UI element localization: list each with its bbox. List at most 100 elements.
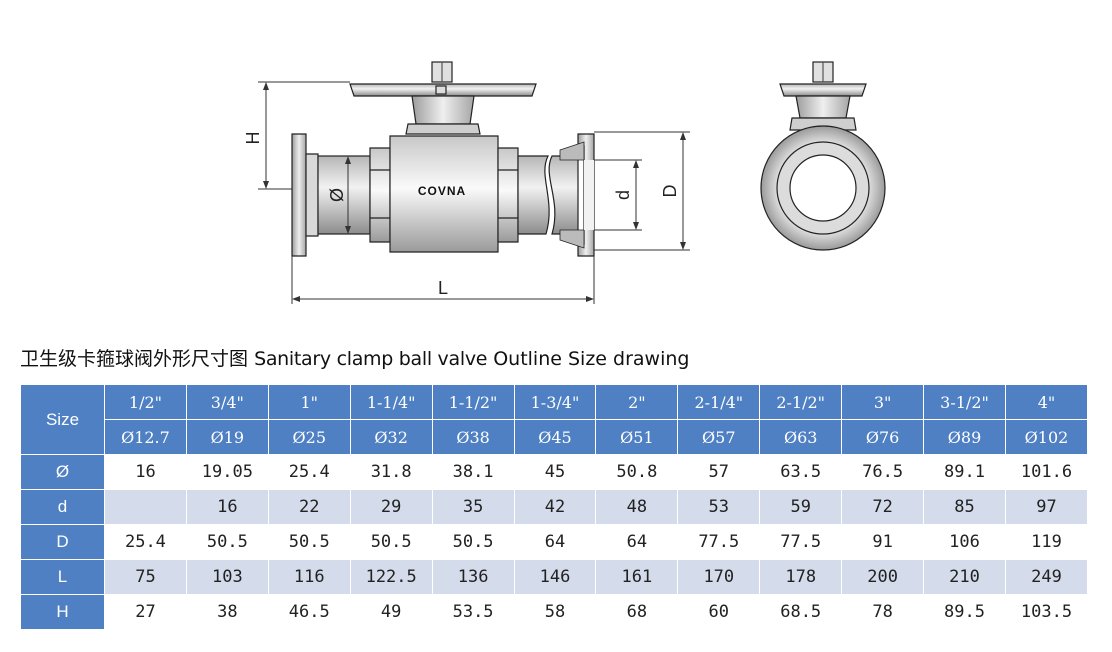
row-label-cell: L xyxy=(20,559,105,595)
size-header-cell: 1/2" xyxy=(104,384,187,420)
title-cn: 卫生级卡箍球阀外形尺寸图 xyxy=(20,348,249,370)
table-cell: 42 xyxy=(513,489,597,525)
od-header-cell: Ø45 xyxy=(513,419,597,455)
table-cell: 50.5 xyxy=(349,524,433,560)
od-header-cell: Ø32 xyxy=(349,419,433,455)
valve-outline-drawing: COVNA H Ø d D L xyxy=(243,61,886,304)
table-cell: 77.5 xyxy=(677,524,761,560)
table-cell: 106 xyxy=(923,524,1006,560)
od-header-cell: Ø38 xyxy=(431,419,515,455)
table-cell: 50.5 xyxy=(267,524,351,560)
table-cell: 57 xyxy=(677,454,761,490)
table-cell: 63.5 xyxy=(759,454,843,490)
table-cell: 103 xyxy=(185,559,269,595)
size-header-cell: 1-1/2" xyxy=(431,384,515,420)
valve-body xyxy=(389,135,499,253)
right-pipe xyxy=(517,155,550,235)
size-header-cell: 3" xyxy=(841,384,925,420)
table-cell: 103.5 xyxy=(1004,594,1089,630)
table-cell: 50.5 xyxy=(431,524,515,560)
dim-label-phi: Ø xyxy=(327,188,347,202)
table-cell: 178 xyxy=(759,559,843,595)
table-cell: 170 xyxy=(677,559,761,595)
row-label-cell: d xyxy=(20,489,105,525)
size-header-cell: 1-3/4" xyxy=(513,384,597,420)
table-cell: 72 xyxy=(841,489,925,525)
table-cell: 58 xyxy=(513,594,597,630)
size-corner-cell: Size xyxy=(20,384,105,455)
left-nut xyxy=(369,147,391,243)
od-header-cell: Ø25 xyxy=(267,419,351,455)
table-cell: 64 xyxy=(513,524,597,560)
table-cell: 89.5 xyxy=(923,594,1006,630)
table-cell: 119 xyxy=(1004,524,1089,560)
size-header-cell: 4" xyxy=(1004,384,1089,420)
table-cell: 50.5 xyxy=(185,524,269,560)
title-en-a: Sanitary clamp ball valve xyxy=(254,348,488,370)
right-nut xyxy=(497,147,519,243)
od-header-cell: Ø57 xyxy=(677,419,761,455)
od-header-cell: Ø102 xyxy=(1004,419,1089,455)
table-cell: 27 xyxy=(104,594,187,630)
table-cell: 29 xyxy=(349,489,433,525)
row-label-cell: Ø xyxy=(20,454,105,490)
size-header-cell: 1-1/4" xyxy=(349,384,433,420)
table-cell: 25.4 xyxy=(104,524,187,560)
table-cell: 49 xyxy=(349,594,433,630)
table-cell: 22 xyxy=(267,489,351,525)
table-cell: 38 xyxy=(185,594,269,630)
table-cell: 122.5 xyxy=(349,559,433,595)
table-cell: 53 xyxy=(677,489,761,525)
size-header-cell: 3/4" xyxy=(185,384,269,420)
table-cell: 45 xyxy=(513,454,597,490)
table-cell: 249 xyxy=(1004,559,1089,595)
title-en-b: Outline Size drawing xyxy=(493,348,690,370)
row-label-cell: D xyxy=(20,524,105,560)
table-title: 卫生级卡箍球阀外形尺寸图 Sanitary clamp ball valve O… xyxy=(20,344,689,371)
dim-label-D: D xyxy=(660,185,680,198)
dimension-d xyxy=(594,159,642,231)
table-cell: 48 xyxy=(595,489,679,525)
table-cell: 16 xyxy=(104,454,187,490)
od-header-cell: Ø19 xyxy=(185,419,269,455)
front-view xyxy=(291,61,595,257)
table-cell: 161 xyxy=(595,559,679,595)
od-header-cell: Ø76 xyxy=(841,419,925,455)
size-header-cell: 2-1/4" xyxy=(677,384,761,420)
table-cell: 210 xyxy=(923,559,1006,595)
table-cell: 38.1 xyxy=(431,454,515,490)
table-cell: 146 xyxy=(513,559,597,595)
table-cell: 200 xyxy=(841,559,925,595)
od-header-cell: Ø51 xyxy=(595,419,679,455)
dim-label-l: L xyxy=(438,278,448,298)
dim-label-h: H xyxy=(243,132,263,145)
table-cell: 136 xyxy=(431,559,515,595)
table-cell: 116 xyxy=(267,559,351,595)
table-cell: 31.8 xyxy=(349,454,433,490)
table-cell: 68.5 xyxy=(759,594,843,630)
table-cell: 97 xyxy=(1004,489,1089,525)
row-label-cell: H xyxy=(20,594,105,630)
brand-label: COVNA xyxy=(418,184,466,198)
size-header-cell: 1" xyxy=(267,384,351,420)
dimension-l xyxy=(291,256,595,304)
left-flange xyxy=(291,133,307,257)
od-header-cell: Ø12.7 xyxy=(104,419,187,455)
table-cell: 78 xyxy=(841,594,925,630)
side-bore xyxy=(789,154,857,222)
dimension-D xyxy=(594,131,690,251)
table-cell: 19.05 xyxy=(185,454,269,490)
table-cell: 77.5 xyxy=(759,524,843,560)
size-header-cell: 2" xyxy=(595,384,679,420)
table-cell: 68 xyxy=(595,594,679,630)
table-cell: 91 xyxy=(841,524,925,560)
table-cell: 60 xyxy=(677,594,761,630)
table-cell: 53.5 xyxy=(431,594,515,630)
